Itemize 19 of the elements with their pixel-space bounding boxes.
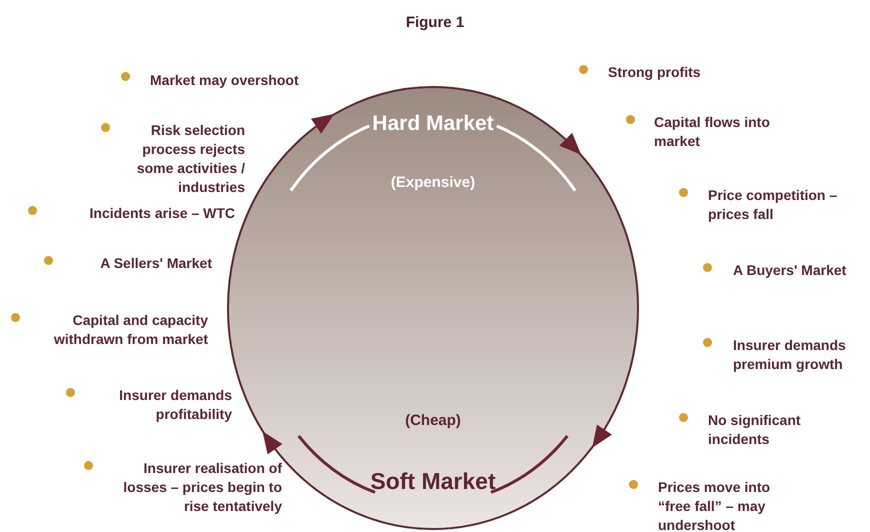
bullet-text: Strong profits: [608, 63, 702, 82]
bullet-text: No significant incidents: [708, 411, 802, 449]
market-phase-title: Soft Market: [369, 467, 497, 496]
bullet-text: Incidents arise – WTC: [88, 204, 235, 223]
bullet-text: Insurer demands premium growth: [733, 336, 847, 374]
bullet-text: Price competition – prices fall: [708, 186, 838, 224]
price-note: (Expensive): [390, 173, 476, 193]
market-phase-title: Hard Market: [371, 111, 495, 137]
bullet-text: Prices move into “free fall” – may undershoot: [658, 478, 772, 532]
price-note: (Cheap): [404, 411, 462, 431]
bullet-text: Insurer demands profitability: [118, 386, 232, 424]
bullet-text: Capital flows into market: [654, 113, 771, 151]
figure-title: Figure 1: [404, 13, 466, 33]
bullet-text: Risk selection process rejects some activities / industries: [136, 121, 245, 197]
bullet-text: A Sellers' Market: [99, 254, 212, 273]
bullet-text: Insurer realisation of losses – prices begin to rise tentatively: [122, 459, 282, 516]
bullet-text: Capital and capacity withdrawn from market: [52, 311, 208, 349]
bullet-text: A Buyers' Market: [733, 261, 848, 280]
bullet-text: Market may overshoot: [150, 71, 300, 90]
